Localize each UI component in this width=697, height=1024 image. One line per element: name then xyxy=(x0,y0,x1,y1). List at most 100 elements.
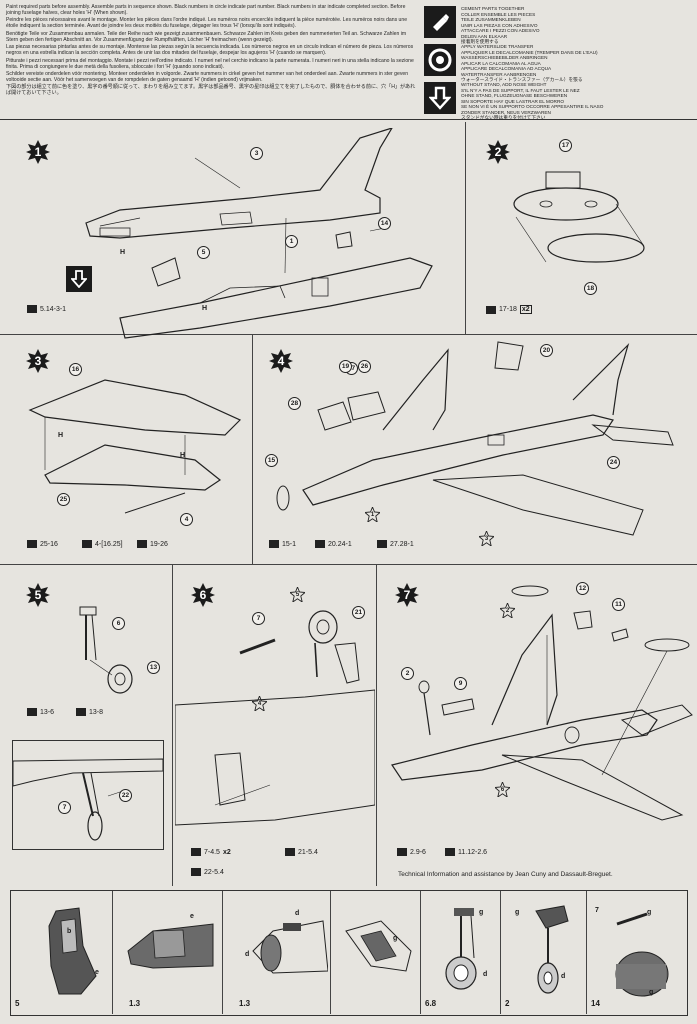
cement-note: 13-6 xyxy=(27,708,54,716)
burst-icon xyxy=(395,583,419,607)
symbol-legend: CEMENT PARTS TOGETHER COLLER ENSEMBLE LE… xyxy=(424,4,692,120)
paint-letter: g xyxy=(393,935,398,942)
part-callout: 13 xyxy=(147,661,160,674)
main-gear-inset: 7 22 xyxy=(12,740,164,850)
paint-cell-nose: d d 1.3 xyxy=(223,891,331,1014)
legend-line: WITHOUT STAND, ADD NOSE WEIGHT xyxy=(461,82,547,87)
cement-note: 11.12-2.6 xyxy=(445,848,487,856)
fuselage-assembly-drawing xyxy=(276,341,674,536)
paint-letter: d xyxy=(483,971,488,978)
cement-icon xyxy=(377,540,387,548)
part-callout: 4 xyxy=(180,513,193,526)
seat-drawing xyxy=(48,907,97,995)
legend-line: APPLY WATERSLIDE TRANSFER xyxy=(461,44,534,49)
cement-note: 22-5.4 xyxy=(191,868,224,876)
tech-credit: Technical Information and assistance by … xyxy=(398,871,613,878)
final-assembly-drawing xyxy=(391,585,693,821)
cement-icon xyxy=(191,848,201,856)
legend-line: ZONDER STANDER, NEUS VERZWAREN xyxy=(461,109,551,115)
intro-text: Paint required parts before assembly. As… xyxy=(6,4,418,98)
multiplier-label: x2 xyxy=(222,848,231,856)
paint-cell-number: 14 xyxy=(591,999,600,1008)
panel-divider xyxy=(0,564,697,566)
paint-letter: g xyxy=(649,989,654,996)
legend-line: CEMENT PARTS TOGETHER xyxy=(461,6,525,11)
section-star: 5 xyxy=(290,587,305,602)
cement-note: 13-8 xyxy=(76,708,103,716)
intro-spanish: Las piezas necesarias pintarlas antes de… xyxy=(6,44,414,57)
main-gear-install-drawing xyxy=(175,610,375,826)
part-callout: 12 xyxy=(576,582,589,595)
fuselage-left-half-drawing xyxy=(85,128,433,339)
paint-cell-seat: b e 5 xyxy=(11,891,113,1014)
paint-letter: g xyxy=(515,909,520,916)
legend-stand: WITHOUT STAND, ADD NOSE WEIGHT S'IL N'Y … xyxy=(424,82,692,121)
cement-icon xyxy=(27,708,37,716)
header: Paint required parts before assembly. As… xyxy=(6,4,692,120)
paint-cell-number: 6.8 xyxy=(425,999,437,1008)
intro-dutch: Schilder vereiste onderdelen vóór monter… xyxy=(6,70,409,83)
panel-divider xyxy=(465,122,467,334)
burst-icon xyxy=(26,583,50,607)
step-3-panel: 3 16 25 4 H H 25-16 4-[16.25] 19-26 xyxy=(0,335,252,564)
panel-divider xyxy=(172,564,174,886)
stand-icon xyxy=(424,82,456,114)
part-callout: 19 xyxy=(339,360,352,373)
painting-guide-strip: b e 5 e 1.3 d d 1.3 xyxy=(10,890,688,1016)
wing-halves-drawing xyxy=(28,379,242,514)
hole-label: H xyxy=(58,432,64,439)
arrow-down-icon xyxy=(66,266,92,292)
hole-label: H xyxy=(202,305,208,312)
paint-cell-bay: g xyxy=(331,891,421,1014)
part-callout: 2 xyxy=(401,667,414,680)
part-callout: 17 xyxy=(559,139,572,152)
paint-letter: g xyxy=(647,909,652,916)
gear-bay-drawing xyxy=(345,920,412,972)
intro-german: Benötigte Teile vor Zusammenbau anmalen.… xyxy=(6,30,407,43)
cement-icon xyxy=(27,540,37,548)
cement-note: 21-5.4 xyxy=(285,848,318,856)
step-2-badge: 2 xyxy=(486,140,510,164)
cement-icon xyxy=(285,848,295,856)
paint-cell-main-gear: g d 2 xyxy=(501,891,587,1014)
cement-note: 20.24-1 xyxy=(315,540,352,548)
step-5-panel: 5 6 13 13-6 13-8 7 xyxy=(0,565,172,886)
paint-letter: e xyxy=(95,969,99,976)
part-callout: 1 xyxy=(285,235,298,248)
section-star: 3 xyxy=(479,531,494,546)
cement-icon xyxy=(445,848,455,856)
paint-cell-number: 1.3 xyxy=(129,999,141,1008)
cement-note: 2.9-6 xyxy=(397,848,426,856)
header-rule xyxy=(0,119,697,121)
panel-divider xyxy=(252,334,254,564)
part-callout: 24 xyxy=(607,456,620,469)
cement-icon xyxy=(191,868,201,876)
cement-note: 7-4.5 x2 xyxy=(191,848,231,856)
part-callout: 18 xyxy=(584,282,597,295)
step-4-badge: 4 xyxy=(269,349,293,373)
paint-letter: 7 xyxy=(595,907,599,914)
nose-wheel-drawing xyxy=(445,908,477,990)
legend-line: WASSERSCHIEBEBILDER ANBRINGEN xyxy=(461,55,548,60)
part-callout: 26 xyxy=(358,360,371,373)
cement-icon xyxy=(76,708,86,716)
legend-line: APPLICARE DECALCOMANIA AD ACQUA xyxy=(461,66,552,71)
legend-line: TEILE ZUSAMMENKLEBEN xyxy=(461,17,521,22)
step-1-badge: 1 xyxy=(26,140,50,164)
legend-line: DELEN AAN ELKAAR xyxy=(461,33,508,39)
cement-note: 19-26 xyxy=(137,540,168,548)
part-callout: 5 xyxy=(197,246,210,259)
legend-line: SIN SOPORTE HAY QUE LASTRAR EL MORRO xyxy=(461,98,564,104)
main-wheel-drawing xyxy=(535,905,569,994)
legend-cement: CEMENT PARTS TOGETHER COLLER ENSEMBLE LE… xyxy=(424,6,692,45)
paint-letter: d xyxy=(561,973,566,980)
paint-letter: d xyxy=(295,910,300,917)
step-1-panel: 1 3 14 1 5 H H 5.14-3-1 xyxy=(0,122,465,339)
legend-line: COLLER ENSEMBLE LES PIECES xyxy=(461,11,536,17)
part-callout: 22 xyxy=(119,789,132,802)
section-star: 2 xyxy=(500,603,515,618)
cement-note: 17-18 x2 xyxy=(486,305,532,314)
section-star: 1 xyxy=(365,507,380,522)
legend-line: ATTACCARE I PEZZI CON ADESIVO xyxy=(461,28,540,33)
